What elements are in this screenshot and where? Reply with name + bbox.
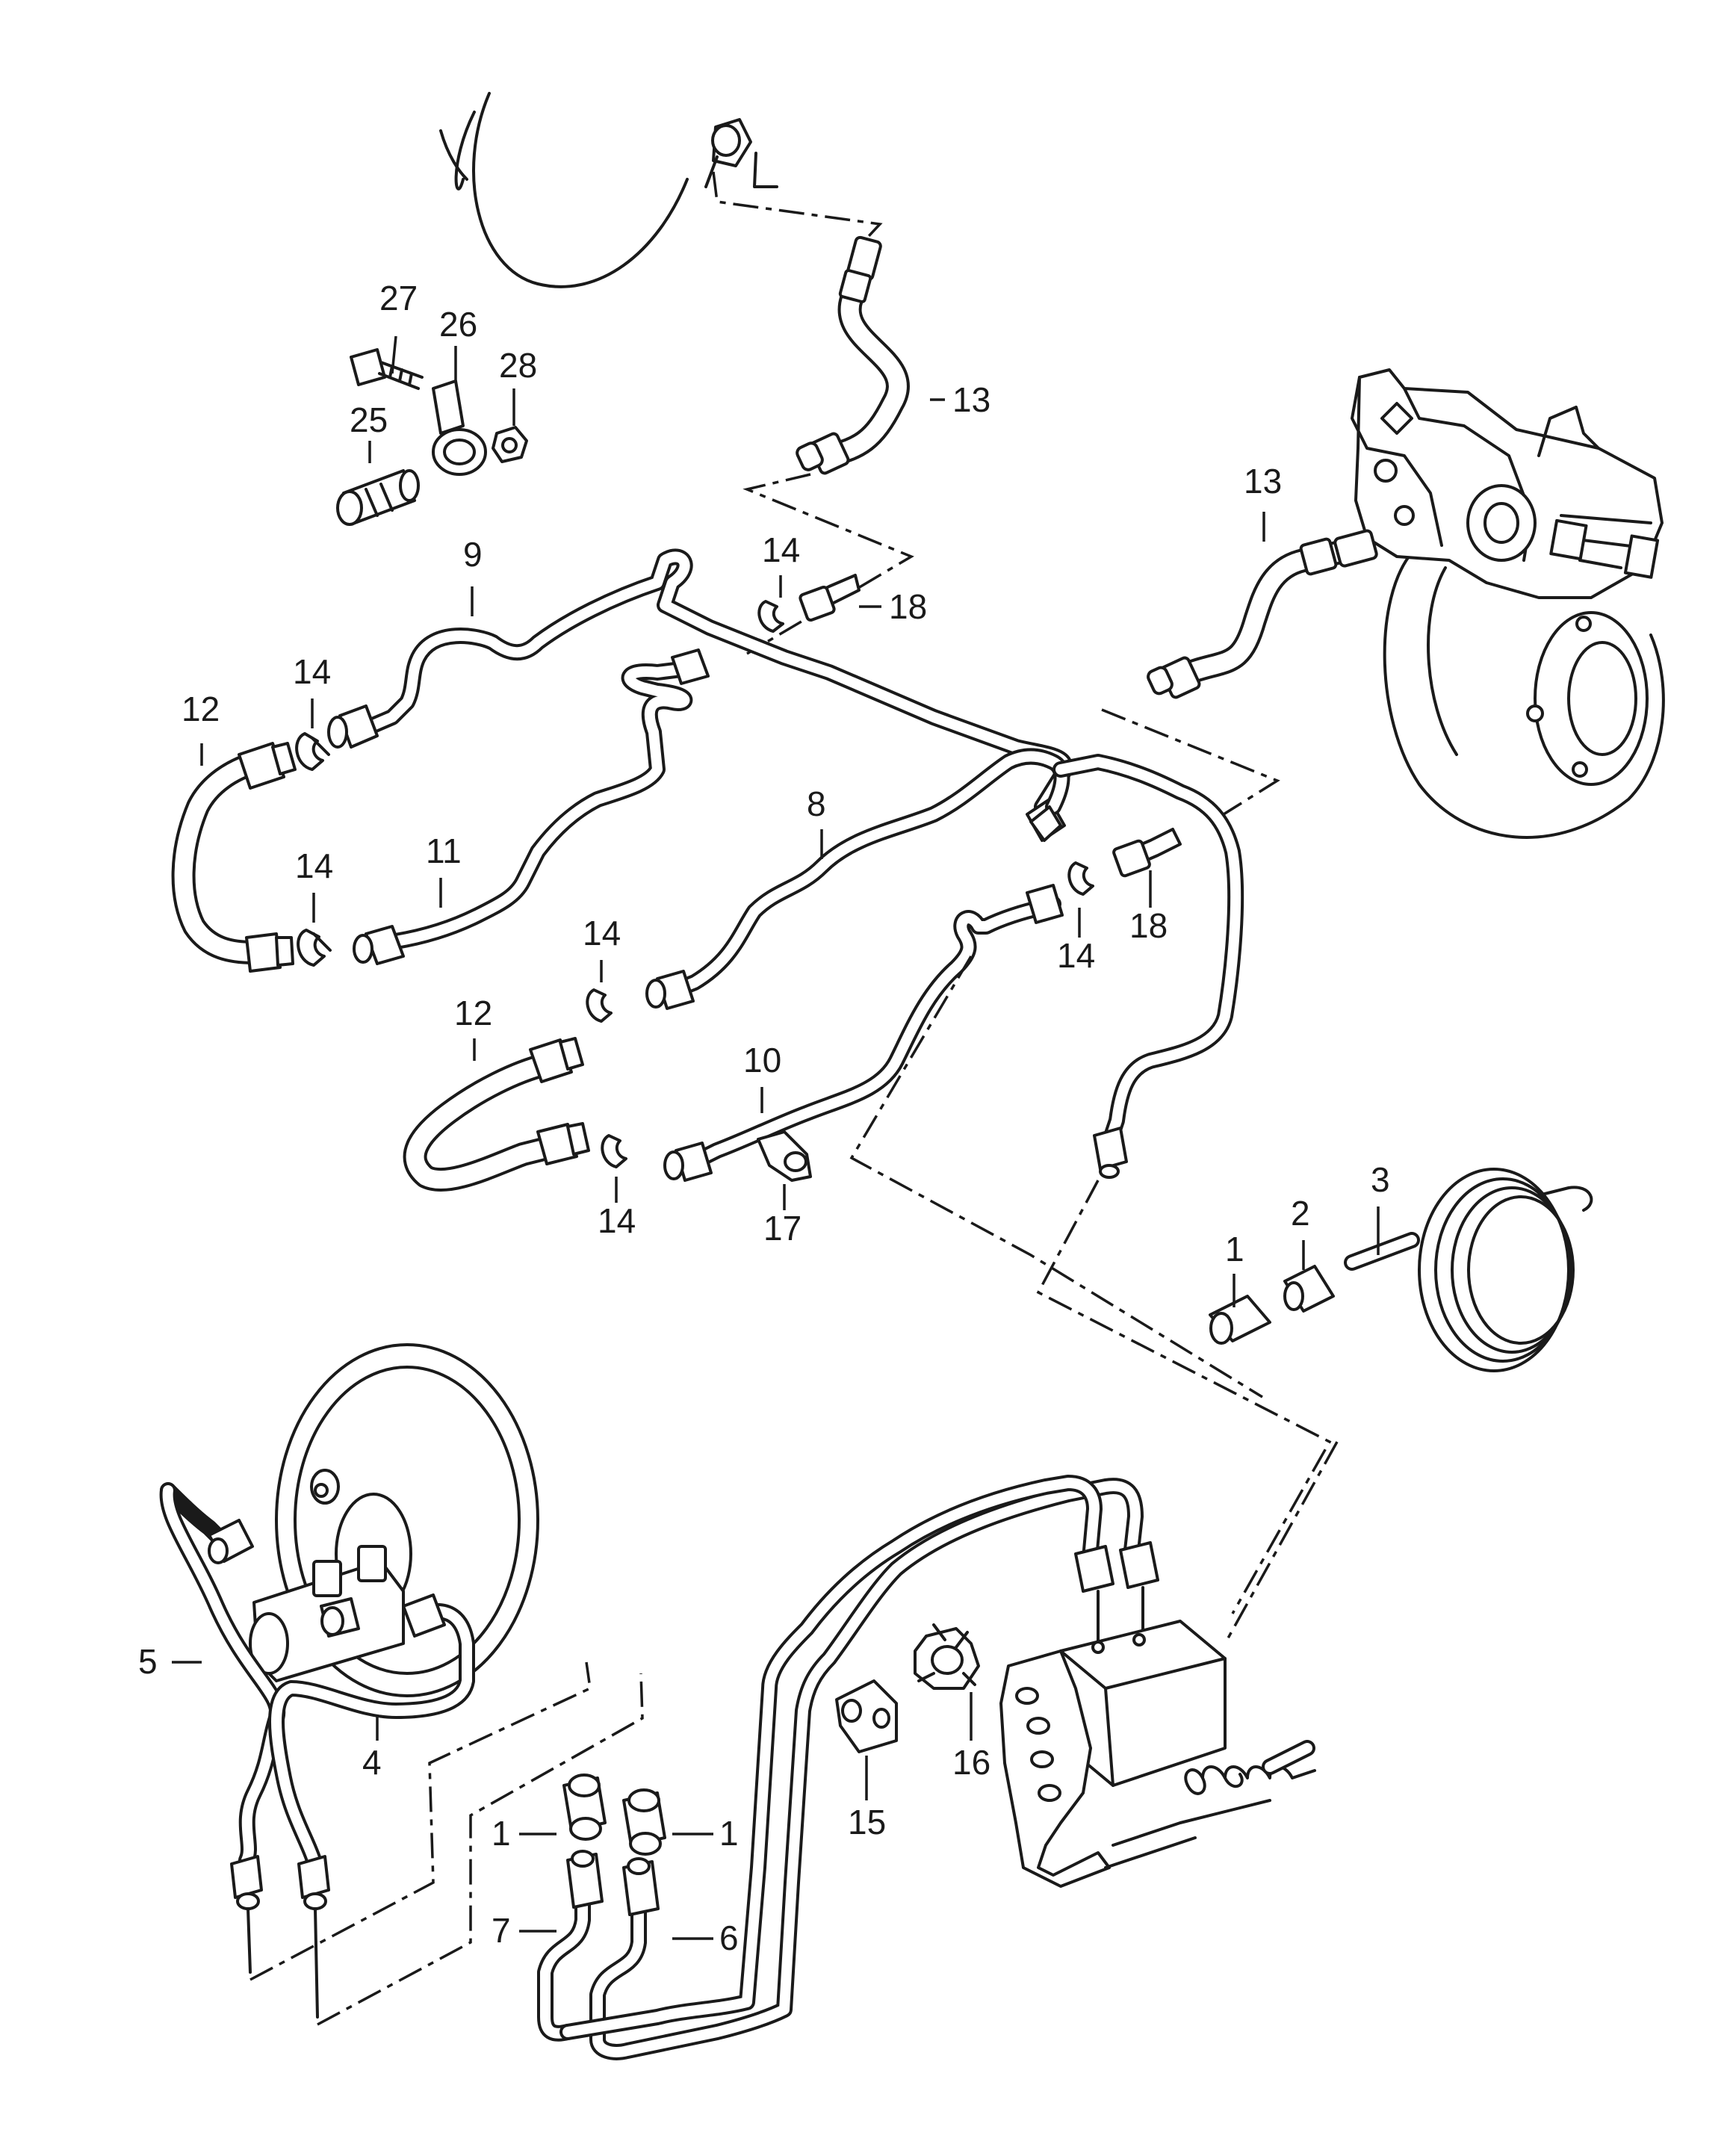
label-10: 10: [743, 1041, 781, 1079]
front-brake-disc-partial: [439, 92, 689, 288]
ref-line-hose13-right: [1101, 708, 1280, 820]
label-16: 16: [952, 1743, 990, 1782]
label-5: 5: [138, 1642, 158, 1681]
label-25: 25: [350, 400, 388, 439]
label-12-left: 12: [182, 690, 220, 728]
brake-hose-13-right: [1147, 529, 1378, 699]
sleeve-25: [336, 469, 420, 526]
brake-pressure-regulator: [999, 1620, 1271, 1888]
hose-bracket-top: [704, 118, 778, 188]
label-14-c: 14: [762, 530, 800, 569]
brake-hose-12-left: [171, 742, 297, 973]
nut-28: [492, 426, 528, 463]
callout-labels: 27 26 28 25 13 13 9 14 18 14 12 8 14 11 …: [138, 279, 1390, 1957]
pipe-holder-15: [835, 1679, 898, 1753]
brake-pipe-to-valve: [559, 1475, 1103, 2040]
label-2: 2: [1291, 1194, 1310, 1233]
ref-line-right-long-2: [1224, 1441, 1339, 1644]
label-1-bottom-right: 1: [719, 1814, 739, 1853]
label-26: 26: [439, 305, 477, 344]
clip-14-d: [586, 988, 613, 1023]
label-11: 11: [426, 831, 462, 870]
label-27: 27: [379, 279, 418, 317]
label-14-a: 14: [293, 652, 331, 691]
label-12-center: 12: [454, 994, 492, 1032]
ref-line-bottom-left-b: [317, 1673, 644, 2026]
label-15: 15: [848, 1803, 886, 1841]
clip-14-c: [757, 600, 784, 633]
brake-pipe-8: [645, 748, 1070, 1010]
bolt-27: [350, 348, 424, 390]
brake-pipe-6: [589, 1478, 1144, 2060]
valve-fittings: [1074, 1541, 1159, 1645]
label-17: 17: [763, 1209, 802, 1248]
leader-lines: [172, 335, 1380, 1940]
regulator-spring: [1184, 1740, 1316, 1795]
rear-brake-caliper: [1351, 368, 1665, 839]
label-1-right: 1: [1225, 1230, 1244, 1268]
label-14-f: 14: [1057, 936, 1095, 975]
label-1-bottom-left: 1: [492, 1814, 511, 1853]
label-9: 9: [463, 535, 483, 574]
union-nut-1-right: [1209, 1295, 1271, 1345]
ref-line-right-long: [1036, 1180, 1332, 1614]
union-nut-1-bottom-left: [562, 1774, 607, 1841]
label-14-e: 14: [598, 1201, 636, 1240]
label-18-b: 18: [1129, 906, 1168, 945]
pipe-clip-16: [914, 1623, 980, 1690]
pipe-coil-3: [1344, 1168, 1593, 1372]
brake-pipe-10: [663, 884, 1064, 1182]
brake-pipe-5: [159, 1482, 286, 1868]
label-3: 3: [1371, 1160, 1390, 1199]
brake-pipe-11: [353, 648, 710, 965]
label-4: 4: [362, 1743, 382, 1782]
union-nut-2-right: [1283, 1265, 1335, 1313]
label-28: 28: [499, 346, 537, 385]
label-13-top: 13: [952, 380, 990, 419]
ref-line-center-long: [849, 955, 1263, 1398]
rear-pipe-long: [1052, 754, 1244, 1179]
label-14-d: 14: [583, 914, 621, 952]
union-nut-1-bottom-right: [622, 1788, 666, 1856]
clip-14-a: [295, 732, 330, 771]
ref-line-bottom-left-a: [249, 1661, 592, 1981]
brake-hose-12-center: [403, 1037, 590, 1192]
label-6: 6: [719, 1918, 739, 1957]
union-18-b: [1112, 828, 1182, 878]
pipe-clip-17: [757, 1130, 812, 1182]
brake-pipe-7: [537, 1850, 604, 2042]
label-8: 8: [807, 784, 826, 823]
pipe-ends-bottom-left: [230, 1855, 330, 2019]
label-14-b: 14: [295, 846, 333, 885]
clip-14-e: [601, 1134, 627, 1168]
union-18-a: [799, 574, 861, 622]
label-13-right: 13: [1244, 462, 1282, 501]
brake-hose-13-top: [796, 235, 910, 475]
clip-14-b: [297, 929, 332, 967]
brake-pipe-4: [268, 1593, 475, 1868]
master-cylinder: [249, 1545, 405, 1682]
label-18-a: 18: [889, 587, 927, 626]
label-7: 7: [492, 1911, 511, 1950]
clip-14-f: [1067, 861, 1094, 896]
bracket-26: [432, 380, 487, 476]
ref-line-top: [712, 171, 883, 248]
